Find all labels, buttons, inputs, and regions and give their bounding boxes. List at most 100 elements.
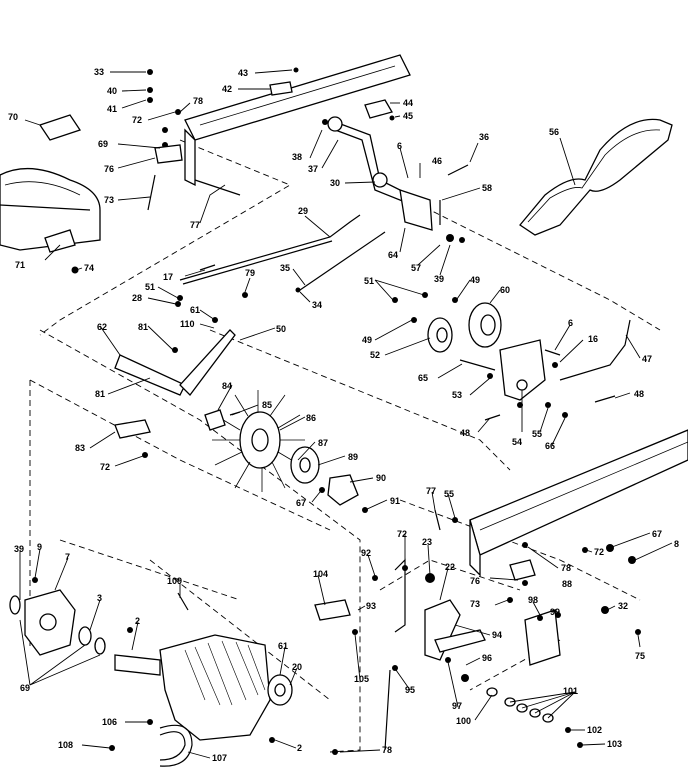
callout-51-b: 51 <box>364 276 374 286</box>
callout-47: 47 <box>642 354 652 364</box>
callout-103: 103 <box>607 739 622 749</box>
washers-101 <box>486 687 554 723</box>
rod-29 <box>179 214 361 285</box>
callout-100: 100 <box>456 716 471 726</box>
callout-48-a: 48 <box>634 389 644 399</box>
lower-frame-rail <box>469 429 688 577</box>
callout-104: 104 <box>313 569 328 579</box>
callout-60: 60 <box>500 285 510 295</box>
callout-16: 16 <box>588 334 598 344</box>
callout-109: 109 <box>167 576 182 586</box>
callout-105: 105 <box>354 674 369 684</box>
callout-72-c: 72 <box>594 547 604 557</box>
callout-51-a: 51 <box>145 282 155 292</box>
callout-73-b: 73 <box>470 599 480 609</box>
bracket-54 <box>499 339 546 401</box>
callout-89: 89 <box>348 452 358 462</box>
callout-2-a: 2 <box>135 616 140 626</box>
callout-39-b: 39 <box>14 544 24 554</box>
pulley-60 <box>468 302 502 348</box>
callout-72-a: 72 <box>132 115 142 125</box>
callout-43: 43 <box>238 68 248 78</box>
callout-110: 110 <box>180 319 195 329</box>
callout-71: 71 <box>15 260 25 270</box>
callout-78-c: 78 <box>382 745 392 755</box>
callout-9: 9 <box>37 542 42 552</box>
callout-8: 8 <box>674 539 679 549</box>
callout-50: 50 <box>276 324 286 334</box>
callout-58: 58 <box>482 183 492 193</box>
hose-107 <box>159 724 193 767</box>
callout-76-a: 76 <box>104 164 114 174</box>
callout-87-a: 87 <box>318 438 328 448</box>
callout-66: 66 <box>545 441 555 451</box>
callout-108: 108 <box>58 740 73 750</box>
callout-3: 3 <box>97 593 102 603</box>
callout-41: 41 <box>107 104 117 114</box>
callout-77-a: 77 <box>190 220 200 230</box>
callout-93: 93 <box>366 601 376 611</box>
callout-75: 75 <box>635 651 645 661</box>
callout-46: 46 <box>432 156 442 166</box>
callout-62: 62 <box>97 322 107 332</box>
callout-70: 70 <box>8 112 18 122</box>
callout-54: 54 <box>512 437 522 447</box>
pedal-lever <box>327 116 433 231</box>
callout-6-b: 6 <box>568 318 573 328</box>
callout-2-b: 2 <box>297 743 302 753</box>
callout-69-b: 69 <box>20 683 30 693</box>
callout-52: 52 <box>370 350 380 360</box>
callout-23: 23 <box>422 537 432 547</box>
wheel-hub <box>9 589 106 656</box>
callout-45: 45 <box>403 111 413 121</box>
bracket-83 <box>114 419 151 439</box>
callout-37: 37 <box>308 164 318 174</box>
callout-77-b: 77 <box>426 486 436 496</box>
callout-38: 38 <box>292 152 302 162</box>
callout-83: 83 <box>75 443 85 453</box>
callout-84: 84 <box>222 381 232 391</box>
callout-91: 91 <box>390 496 400 506</box>
callout-95: 95 <box>405 685 415 695</box>
upper-frame-rail <box>184 54 411 187</box>
callout-85: 85 <box>262 400 272 410</box>
callout-67-b: 67 <box>652 529 662 539</box>
callout-30: 30 <box>330 178 340 188</box>
rod-47 <box>559 319 631 381</box>
rod-35 <box>299 231 386 291</box>
callout-99: 99 <box>550 607 560 617</box>
callout-76-b: 76 <box>470 576 480 586</box>
transaxle <box>114 634 293 741</box>
callout-labels: 33 40 41 43 42 44 45 70 72 78 69 76 73 7… <box>8 67 679 763</box>
dashed-guides <box>29 139 661 753</box>
callout-79: 79 <box>245 268 255 278</box>
drive-belt <box>519 118 673 236</box>
callout-106: 106 <box>102 717 117 727</box>
callout-33: 33 <box>94 67 104 77</box>
callout-49-a: 49 <box>470 275 480 285</box>
fan-86 <box>212 390 305 492</box>
callout-102: 102 <box>587 725 602 735</box>
callout-53: 53 <box>452 390 462 400</box>
callout-17: 17 <box>163 272 173 282</box>
callout-48-b: 48 <box>460 428 470 438</box>
linkage-lower <box>314 558 561 751</box>
callout-101: 101 <box>563 686 578 696</box>
callout-74: 74 <box>84 263 94 273</box>
callout-55-b: 55 <box>444 489 454 499</box>
callout-39: 39 <box>434 274 444 284</box>
callout-94: 94 <box>492 630 502 640</box>
callout-96: 96 <box>482 653 492 663</box>
callout-20: 20 <box>292 662 302 672</box>
callout-78-b: 78 <box>561 563 571 573</box>
callout-56: 56 <box>549 127 559 137</box>
callout-64: 64 <box>388 250 398 260</box>
callout-65: 65 <box>418 373 428 383</box>
callout-55: 55 <box>532 429 542 439</box>
callout-32: 32 <box>618 601 628 611</box>
callout-28: 28 <box>132 293 142 303</box>
callout-72-b: 72 <box>100 462 110 472</box>
callout-90: 90 <box>376 473 386 483</box>
callout-81-a: 81 <box>138 322 148 332</box>
